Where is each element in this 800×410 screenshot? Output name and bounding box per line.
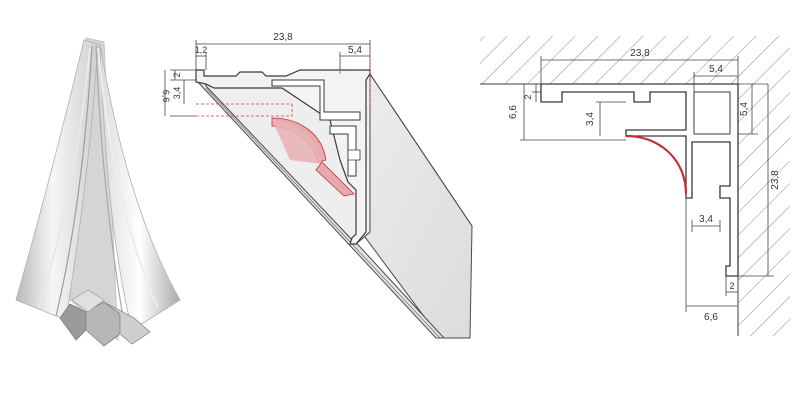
section-dim-right-height: 23,8 <box>770 170 781 190</box>
aluminium-profile-photo-icon <box>15 37 181 347</box>
iso-dim-lip: 1,2 <box>195 45 208 55</box>
section-dim-top-right: 5,4 <box>709 64 723 75</box>
profile-cross-section-icon: 23,8 5,4 6,6 2 3,4 5,4 23,8 3,4 6,6 2 <box>480 36 790 336</box>
iso-dim-right: 5,4 <box>348 45 362 56</box>
profile-isometric-icon: 23,8 1,2 5,4 6,6 3,4 2 <box>161 32 473 339</box>
section-dim-left-height: 6,6 <box>508 105 519 119</box>
iso-dim-overall-width: 23,8 <box>273 32 293 43</box>
iso-dim-top: 2 <box>172 72 182 77</box>
section-dim-bottom-width: 6,6 <box>704 312 718 323</box>
section-dim-top-width: 23,8 <box>630 48 650 59</box>
iso-dim-height-total: 6,6 <box>161 90 171 103</box>
section-dim-bottom-small: 2 <box>729 281 734 291</box>
section-dim-inner-bottom: 3,4 <box>699 214 713 225</box>
section-dim-inner-left: 3,4 <box>585 112 596 126</box>
iso-dim-slot: 3,4 <box>172 87 182 100</box>
section-dim-right-top: 5,4 <box>739 102 750 116</box>
section-dim-left-top: 2 <box>523 94 533 99</box>
